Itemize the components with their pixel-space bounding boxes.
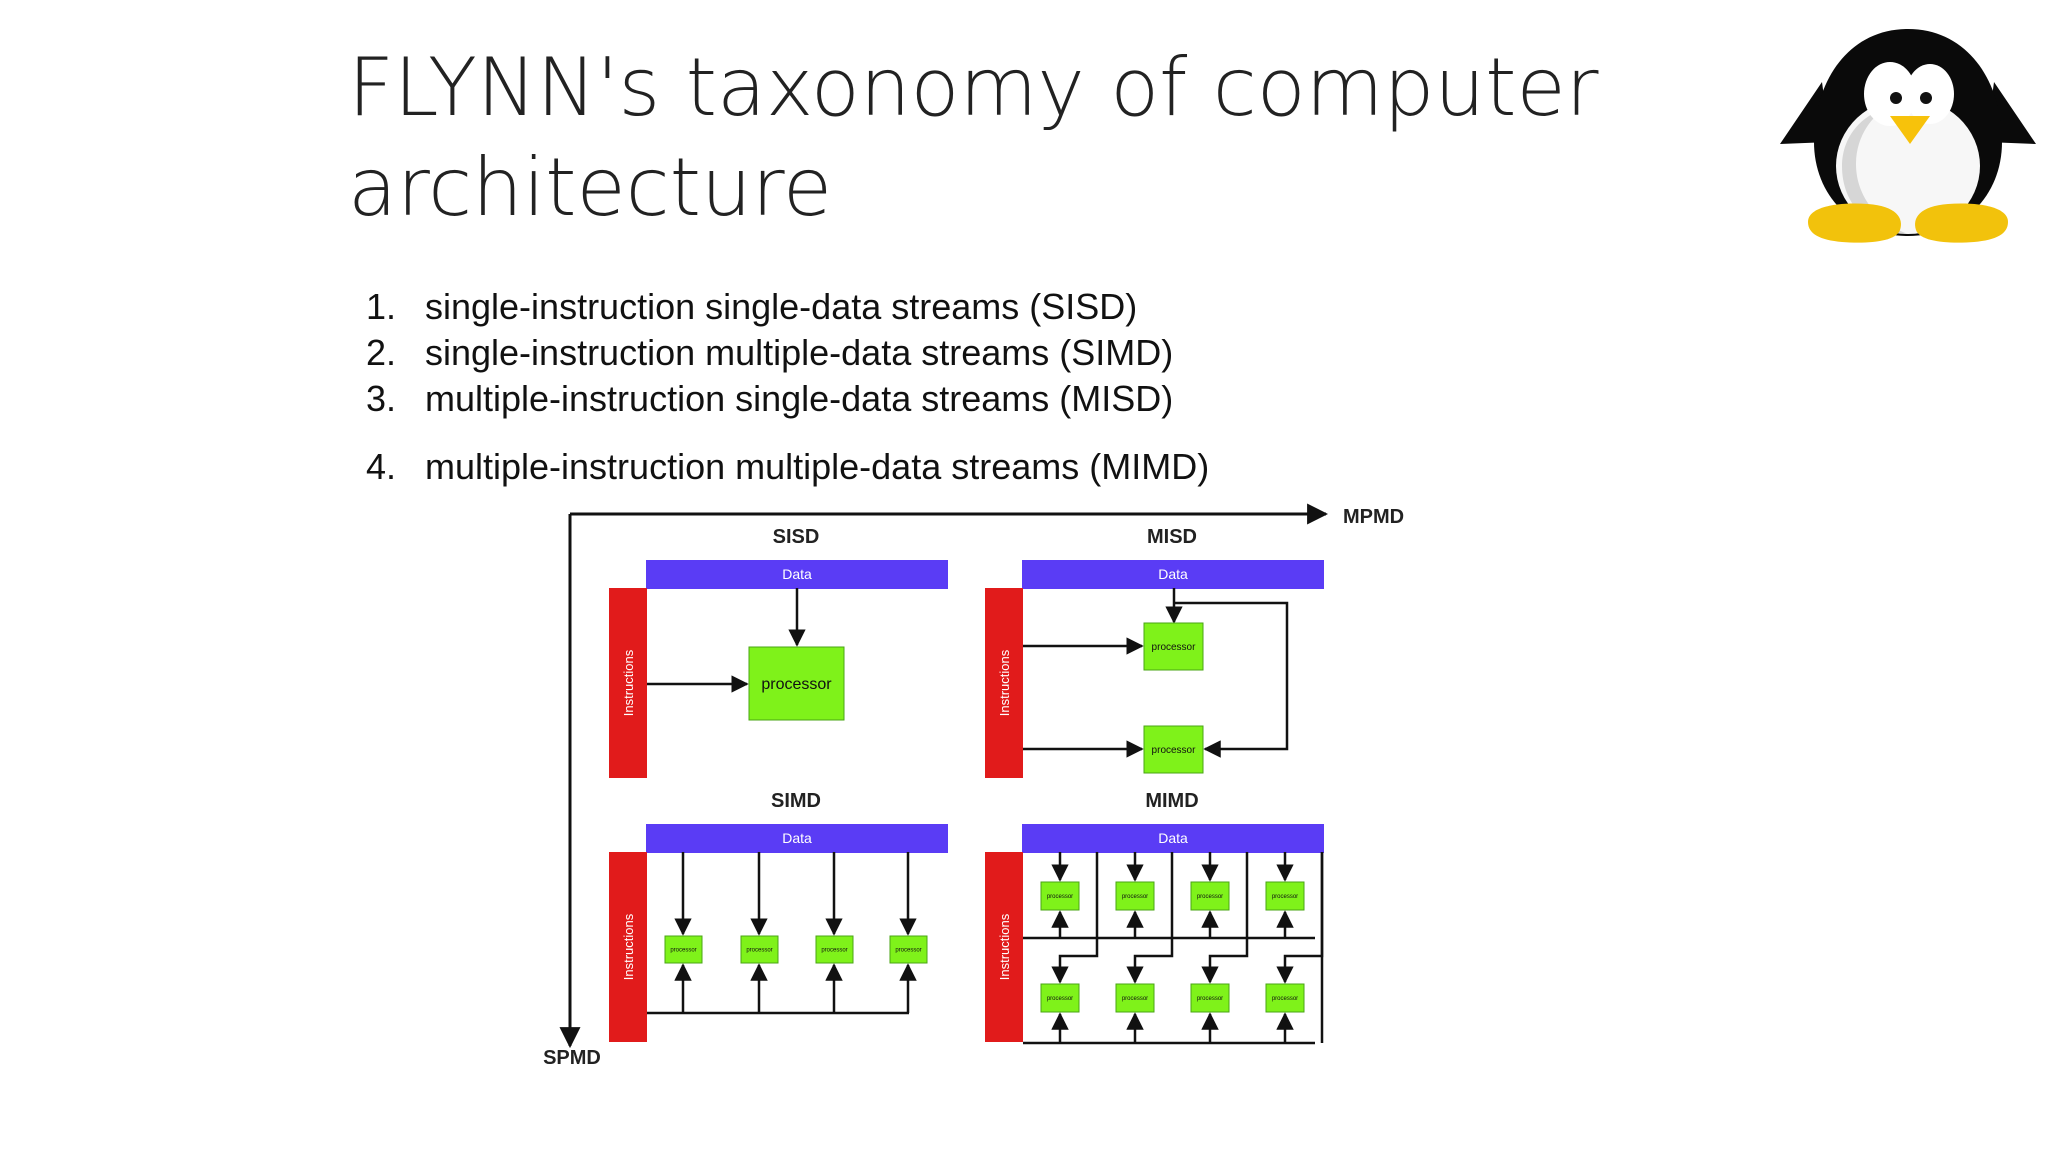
processor-box [748, 646, 845, 721]
data-label: Data [1158, 566, 1188, 582]
processor-label: processor [1272, 996, 1298, 1002]
penguin-belly [1836, 98, 1980, 234]
data-bar [1022, 824, 1324, 853]
data-label: Data [1158, 830, 1188, 846]
data-label: Data [782, 566, 812, 582]
processor-label: processor [1152, 642, 1197, 653]
penguin-beak [1890, 116, 1930, 144]
stream-text: multiple-instruction multiple-data strea… [425, 446, 1210, 487]
title-line-1: FLYNN's taxonomy of computer [348, 41, 1599, 134]
processor-box [1265, 881, 1305, 911]
processor-box [664, 935, 703, 964]
processor-label: processor [761, 676, 832, 693]
penguin-flippers [1780, 82, 2036, 144]
processor-box [889, 935, 928, 964]
processor-box [1143, 725, 1204, 774]
instruction-bar [609, 852, 647, 1042]
processor-box [1040, 983, 1080, 1013]
quadrant-title: SIMD [771, 790, 821, 812]
processor-label: processor [1122, 894, 1148, 900]
processor-label: processor [1197, 996, 1223, 1002]
stream-number: 3. [366, 378, 397, 419]
processor-box [1143, 622, 1204, 671]
penguin-icon [1780, 29, 2036, 243]
processor-label: processor [1197, 894, 1223, 900]
stream-number: 4. [366, 446, 397, 487]
penguin-eye-left [1864, 62, 1916, 126]
processor-box [1115, 881, 1155, 911]
flow-line [1201, 852, 1249, 984]
instruction-bar [609, 588, 647, 778]
processor-label: processor [1047, 894, 1073, 900]
quadrant-title: MIMD [1145, 790, 1198, 812]
processor-box [1040, 881, 1080, 911]
instruction-bar [985, 852, 1023, 1042]
slide-title: FLYNN's taxonomy of computer architectur… [348, 38, 1648, 238]
stream-number: 1. [366, 286, 397, 327]
instruction-bar [985, 588, 1023, 778]
flow-line [1276, 852, 1324, 984]
instructions-label: Instructions [621, 913, 636, 980]
stream-text: single-instruction multiple-data streams… [425, 332, 1174, 373]
processor-box [1265, 983, 1305, 1013]
data-bar [646, 824, 948, 853]
processor-box [1190, 881, 1230, 911]
quadrant-title: SISD [773, 526, 820, 548]
penguin-foot-right [1915, 203, 2008, 243]
title-line-2: architecture [348, 141, 833, 234]
stream-text: multiple-instruction single-data streams… [425, 378, 1174, 419]
stream-number: 2. [366, 332, 397, 373]
processor-label: processor [1152, 745, 1197, 756]
data-bar [1022, 560, 1324, 589]
flow-line [1174, 601, 1289, 758]
penguin-belly-shade [1842, 108, 1908, 234]
penguin-foot-left [1808, 203, 1901, 243]
mpmd-label: MPMD [1343, 506, 1404, 528]
data-bar [646, 560, 948, 589]
processor-label: processor [1047, 996, 1073, 1002]
stream-item-mimd: 4. multiple-instruction multiple-data str… [366, 444, 1209, 490]
processor-box [1115, 983, 1155, 1013]
processor-box [815, 935, 854, 964]
axes: MPMD SPMD [543, 503, 1404, 1069]
processor-box [1190, 983, 1230, 1013]
processor-box [740, 935, 779, 964]
spmd-label: SPMD [543, 1047, 601, 1069]
instructions-label: Instructions [997, 649, 1012, 716]
flow-line [1051, 852, 1099, 984]
quadrant-title: MISD [1147, 526, 1197, 548]
data-label: Data [782, 830, 812, 846]
processor-label: processor [746, 948, 772, 954]
instructions-label: Instructions [621, 649, 636, 716]
stream-item-simd: 2. single-instruction multiple-data strea… [366, 330, 1209, 376]
processor-label: processor [670, 948, 696, 954]
instructions-label: Instructions [997, 913, 1012, 980]
stream-list: 1. single-instruction single-data streams… [366, 284, 1209, 490]
stream-item-sisd: 1. single-instruction single-data streams… [366, 284, 1209, 330]
stream-item-misd: 3. multiple-instruction single-data strea… [366, 376, 1209, 422]
processor-label: processor [1272, 894, 1298, 900]
processor-label: processor [821, 948, 847, 954]
stream-text: single-instruction single-data streams (… [425, 286, 1138, 327]
processor-label: processor [1122, 996, 1148, 1002]
flow-line [1126, 852, 1174, 984]
processor-label: processor [895, 948, 921, 954]
